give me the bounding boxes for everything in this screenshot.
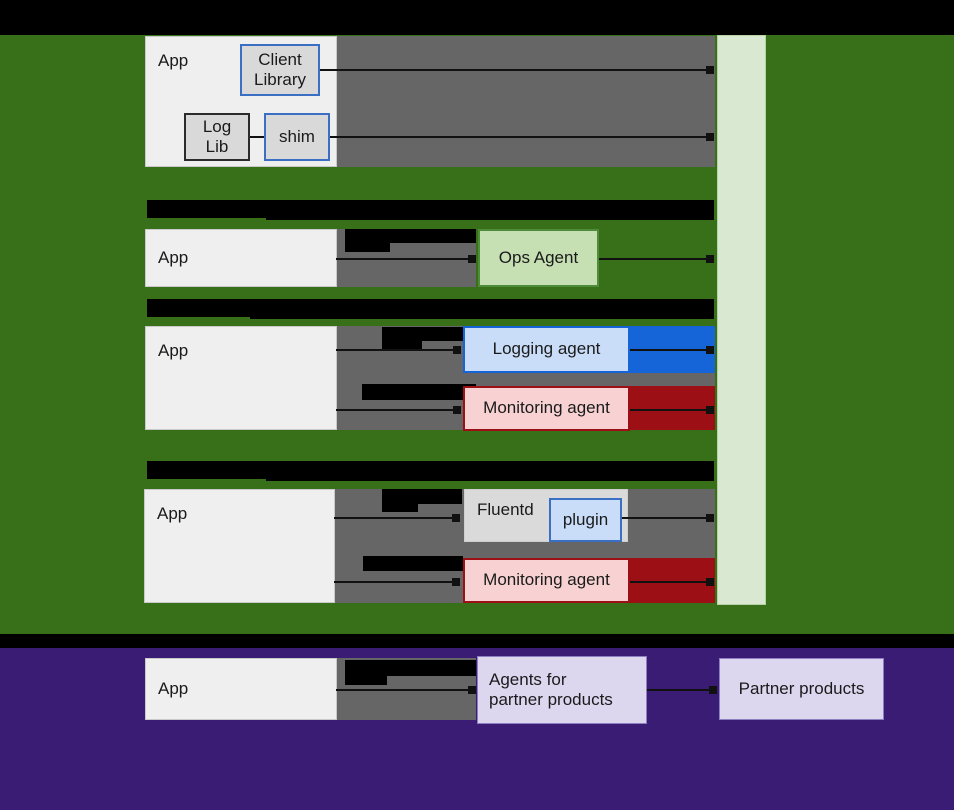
connector-app-to-monitoring-agent	[336, 409, 456, 411]
row3-monitoring-destination-redaction	[630, 386, 715, 430]
row1-gray-redaction	[336, 36, 715, 167]
row2-label-redaction-a	[345, 229, 476, 243]
row4-label-redaction-b	[382, 504, 418, 512]
logging-agent-box: Logging agent	[463, 326, 630, 373]
logging-agent-label: Logging agent	[492, 339, 601, 359]
ops-agent-label: Ops Agent	[498, 247, 579, 267]
arrowhead-logging-agent-out	[706, 346, 714, 354]
row3-label-redaction-b	[382, 341, 422, 349]
monitoring-agent-box-2: Monitoring agent	[463, 558, 630, 603]
arrowhead-agents-to-partner-products	[709, 686, 717, 694]
arrowhead-monitoring-agent-out-2	[706, 578, 714, 586]
app-label-row2: App	[158, 247, 189, 267]
plugin-label: plugin	[562, 509, 609, 529]
row2-caption-redaction-lower	[266, 206, 714, 220]
arrowhead-app-to-fluentd	[452, 514, 460, 522]
destination-column-redaction	[717, 35, 766, 605]
connector-logging-agent-out	[630, 349, 709, 351]
arrowhead-ops-agent-out	[706, 255, 714, 263]
connector-app-to-logging-agent	[336, 349, 456, 351]
arrowhead-app-to-monitoring-agent	[453, 406, 461, 414]
connector-app-to-agents-partner	[336, 689, 470, 691]
connector-monitoring-agent-out	[630, 409, 709, 411]
arrowhead-shim-out	[706, 133, 714, 141]
app-box-row4: App	[144, 489, 335, 603]
row4-monitoring-destination-redaction	[630, 558, 715, 603]
connector-plugin-out	[622, 517, 709, 519]
row5-caption-redaction	[147, 634, 954, 648]
log-lib-box: Log Lib	[184, 113, 250, 161]
row5-label-redaction-b	[345, 676, 387, 685]
agents-for-partner-products-label: Agents for partner products	[489, 669, 613, 709]
app-label-row4: App	[157, 504, 188, 523]
connector-client-library-out	[320, 69, 709, 71]
arrowhead-app-to-agents-partner	[468, 686, 476, 694]
app-box-row5: App	[145, 658, 337, 720]
client-library-box: Client Library	[240, 44, 320, 96]
arrowhead-app-to-monitoring-agent-2	[452, 578, 460, 586]
connector-app-to-ops-agent	[336, 258, 470, 260]
connector-agents-to-partner-products	[647, 689, 712, 691]
ops-agent-box: Ops Agent	[478, 229, 599, 287]
connector-monitoring-agent-out-2	[630, 581, 709, 583]
row3-label-redaction-c	[362, 384, 476, 400]
shim-box: shim	[264, 113, 330, 161]
row3-label-redaction-a	[382, 327, 476, 341]
arrowhead-app-to-logging-agent	[453, 346, 461, 354]
plugin-box: plugin	[549, 498, 622, 542]
row4-label-redaction-c	[363, 556, 463, 571]
agents-for-partner-products-box: Agents for partner products	[477, 656, 647, 724]
app-label-row5: App	[158, 678, 189, 698]
fluentd-label: Fluentd	[477, 500, 534, 519]
app-label-row3: App	[158, 341, 189, 360]
partner-products-label: Partner products	[738, 678, 865, 698]
log-lib-label: Log Lib	[202, 116, 232, 156]
app-box-row2: App	[145, 229, 337, 287]
row2-label-redaction-b	[345, 243, 390, 252]
connector-app-to-fluentd	[334, 517, 454, 519]
row4-label-redaction-a	[382, 489, 462, 504]
connector-shim-out	[330, 136, 709, 138]
arrowhead-client-library-out	[706, 66, 714, 74]
monitoring-agent-label-2: Monitoring agent	[483, 570, 610, 590]
app-box-row3: App	[145, 326, 337, 430]
monitoring-agent-box: Monitoring agent	[463, 386, 630, 431]
monitoring-agent-label: Monitoring agent	[483, 398, 610, 418]
connector-app-to-monitoring-agent-2	[334, 581, 454, 583]
row5-label-redaction-a	[345, 660, 476, 676]
connector-loglib-to-shim	[250, 136, 264, 138]
client-library-label: Client Library	[254, 49, 306, 89]
partner-products-box: Partner products	[719, 658, 884, 720]
row3-caption-redaction-lower	[250, 305, 714, 319]
shim-label: shim	[279, 126, 315, 146]
row4-caption-redaction-lower	[266, 467, 714, 481]
arrowhead-app-to-ops-agent	[468, 255, 476, 263]
connector-ops-agent-out	[599, 258, 709, 260]
arrowhead-plugin-out	[706, 514, 714, 522]
app-label-row1: App	[158, 51, 189, 70]
arrowhead-monitoring-agent-out	[706, 406, 714, 414]
